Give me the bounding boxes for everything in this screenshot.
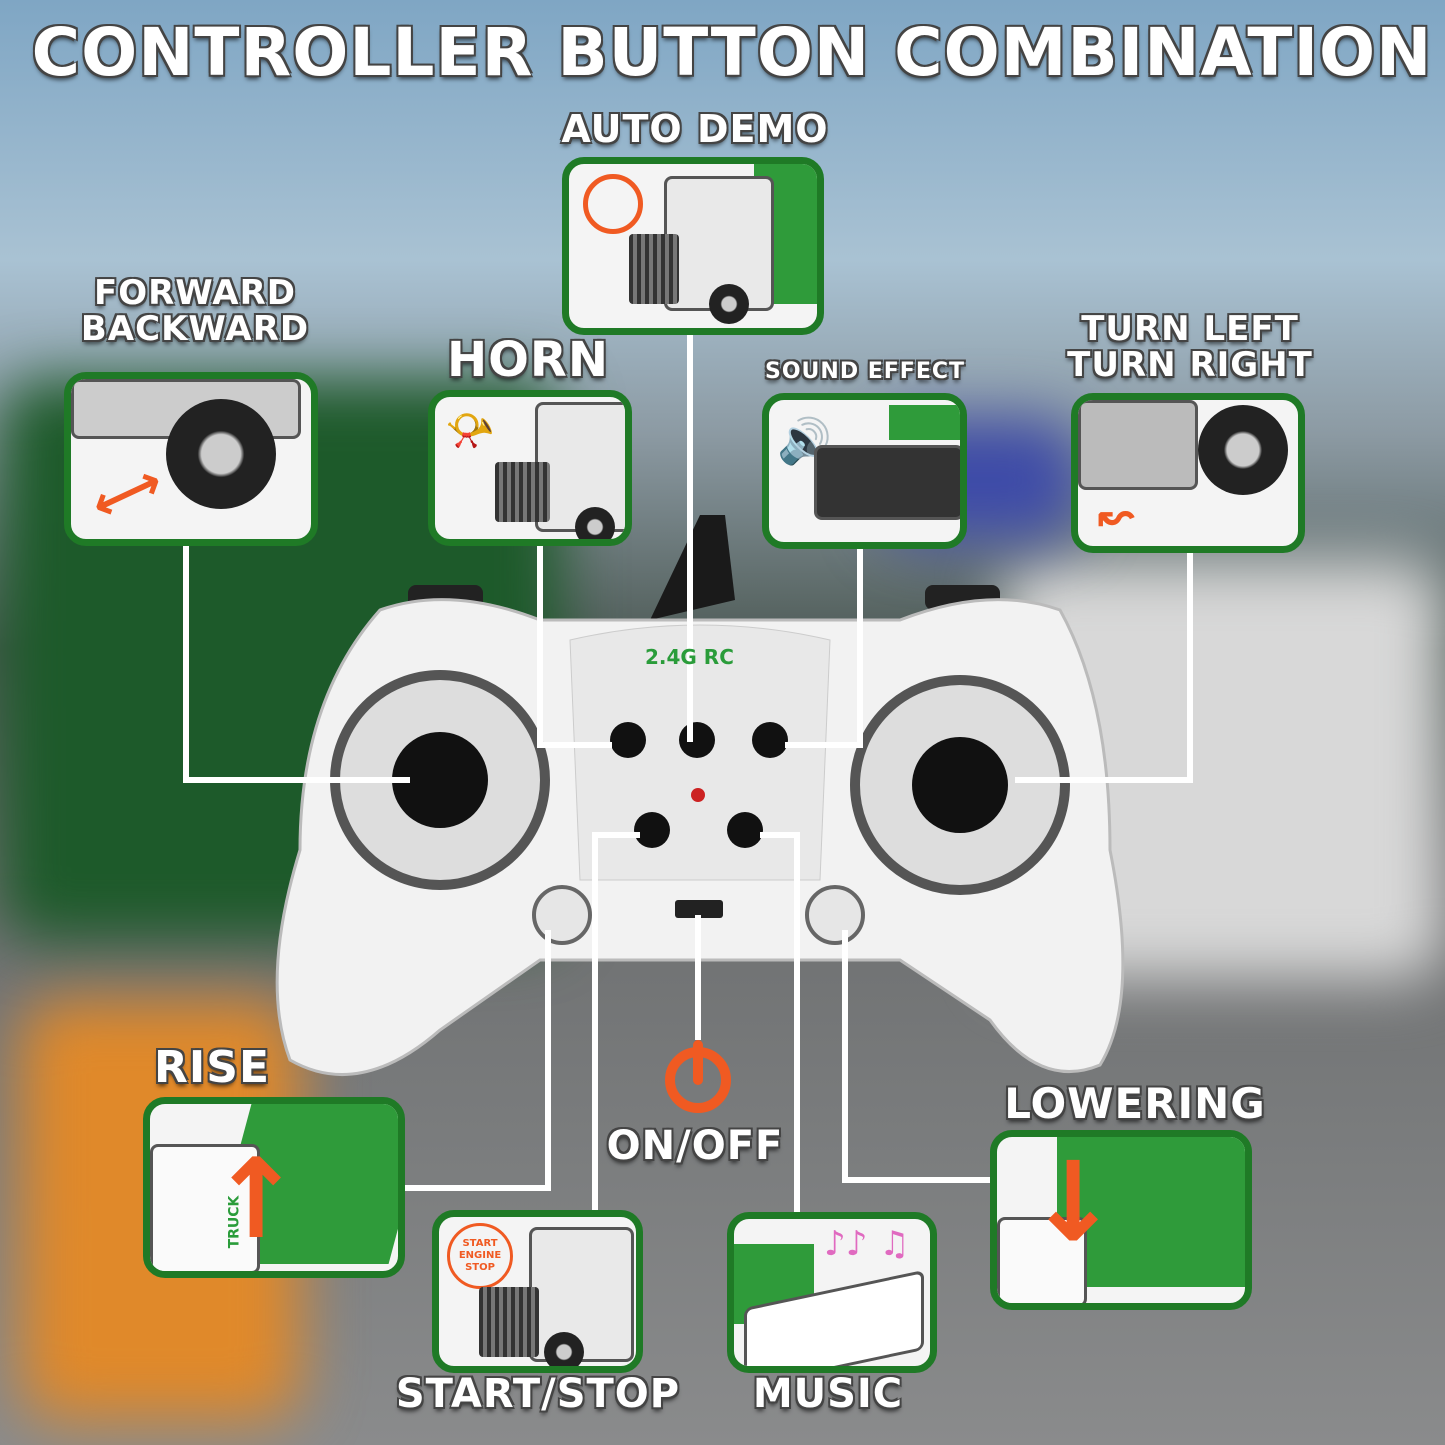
controller-brand-text: 2.4G RC (645, 645, 734, 669)
turn-arrow-icon: ↜ (1098, 490, 1135, 541)
down-arrow-icon: ↓ (1027, 1138, 1120, 1266)
auto-demo-icon (583, 174, 643, 234)
horn-icon: 📯 (445, 408, 495, 454)
label-rise: RISE (154, 1042, 270, 1093)
panel-sound-effect: 🔊 (762, 393, 967, 549)
panel-horn: 📯 (428, 390, 632, 546)
label-auto-demo: AUTO DEMO (561, 107, 829, 151)
label-horn: HORN (446, 332, 610, 388)
bidirectional-arrow-icon: ⟷ (82, 451, 172, 535)
label-sound-effect: SOUND EFFECT (764, 359, 966, 384)
panel-rise: ↑ TRUCK (143, 1097, 405, 1278)
up-arrow-icon: ↑ (210, 1135, 303, 1263)
label-start-stop: START/STOP (395, 1371, 681, 1417)
panel-music: ♪♪ ♫ (727, 1212, 937, 1373)
panel-forward-backward: ⟷ (64, 372, 318, 546)
label-lowering: LOWERING (1004, 1079, 1266, 1128)
panel-auto-demo (562, 157, 824, 335)
panel-turn: ↜ (1071, 393, 1305, 553)
label-music: MUSIC (752, 1371, 904, 1417)
page-title: CONTROLLER BUTTON COMBINATION (31, 14, 1433, 91)
label-on-off: ON/OFF (606, 1123, 784, 1169)
panel-lowering: ↓ (990, 1130, 1252, 1310)
music-notes-icon: ♪♪ ♫ (824, 1224, 910, 1264)
